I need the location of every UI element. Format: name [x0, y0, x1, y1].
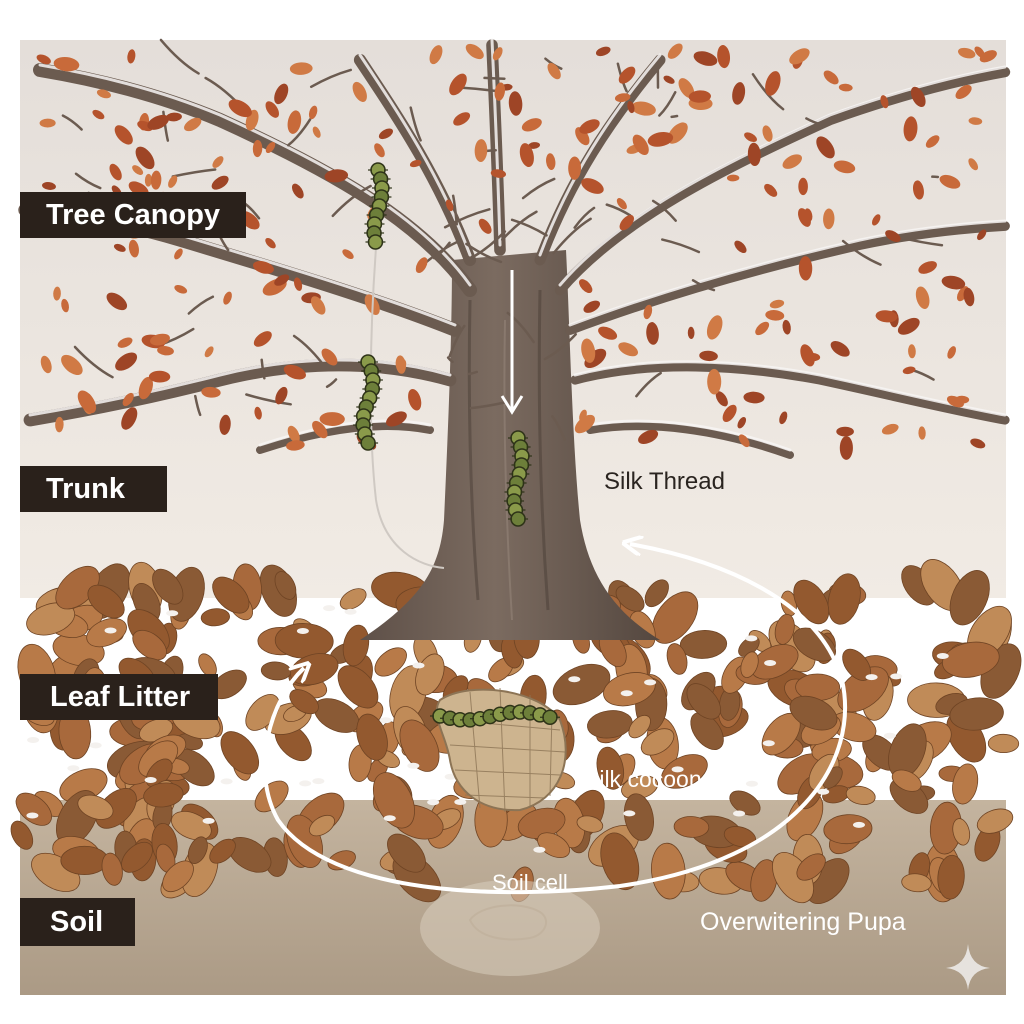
sparkle-icon [946, 944, 990, 990]
layer-label-tree-canopy: Tree Canopy [20, 192, 247, 238]
layer-label-trunk: Trunk [20, 466, 167, 512]
layer-label-leaf-litter: Leaf Litter [20, 674, 219, 720]
annotation-silk-thread: Silk Thread [604, 468, 725, 495]
pupa-outline [468, 904, 548, 941]
annotation-soil-cell: Soil cell [492, 870, 568, 895]
cycle-arrow-icon [262, 544, 848, 895]
caterpillars [353, 162, 560, 728]
annotation-silk-cocoon: Silk cocoon [584, 766, 702, 792]
layer-label-soil: Soil [20, 898, 136, 946]
annotation-overwintering-pupa: Overwitering Pupa [700, 908, 906, 936]
soil-cell-chamber [420, 880, 600, 976]
down-arrow-icon [500, 270, 524, 415]
